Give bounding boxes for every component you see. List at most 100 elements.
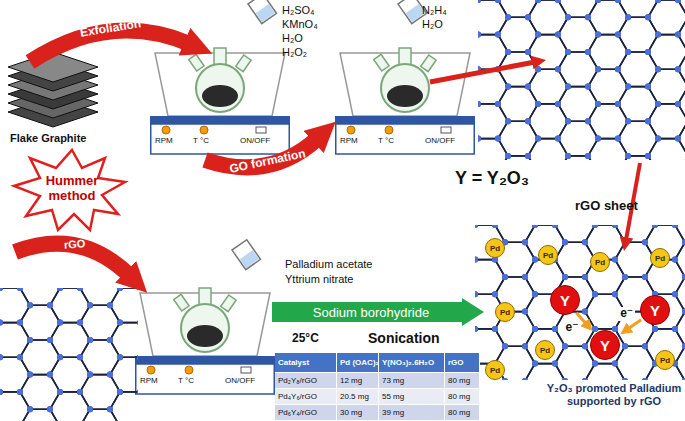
carbon-atom: [555, 136, 561, 142]
carbon-atom: [17, 320, 23, 326]
carbon-atom: [555, 136, 561, 142]
carbon-atom: [645, 153, 651, 159]
carbon-atom: [585, 84, 591, 90]
carbon-atom: [535, 32, 541, 38]
reagent: N₂H₄: [422, 4, 447, 17]
carbon-atom: [77, 320, 83, 326]
carbon-atom: [582, 274, 588, 280]
carbon-atom: [625, 118, 631, 124]
carbon-atom: [57, 389, 63, 395]
carbon-atom: [47, 372, 53, 378]
carbon-atom: [585, 49, 591, 55]
graphene-hexagon: [618, 52, 658, 87]
reagent: H₂O: [282, 32, 303, 45]
carbon-atom: [525, 14, 531, 20]
carbon-atom: [625, 14, 631, 20]
carbon-atom: [625, 153, 631, 159]
carbon-atom: [535, 101, 541, 107]
carbon-atom: [565, 153, 571, 159]
carbon-atom: [502, 343, 508, 349]
carbon-atom: [522, 343, 528, 349]
carbon-atom: [495, 136, 501, 142]
carbon-atom: [137, 288, 138, 291]
carbon-atom: [682, 378, 685, 380]
carbon-atom: [595, 101, 601, 107]
carbon-atom: [565, 118, 571, 124]
carbon-atom: [595, 66, 601, 72]
graphene-hexagon: [618, 156, 658, 160]
carbon-atom: [495, 136, 501, 142]
carbon-atom: [505, 14, 511, 20]
carbon-atom: [582, 309, 588, 315]
carbon-atom: [87, 406, 93, 412]
carbon-atom: [565, 14, 571, 20]
carbon-atom: [505, 84, 511, 90]
carbon-atom: [492, 291, 498, 297]
carbon-atom: [642, 274, 648, 280]
hotplate-label: ON/OFF: [240, 136, 270, 145]
carbon-atom: [582, 274, 588, 280]
carbon-atom: [675, 101, 681, 107]
carbon-atom: [592, 361, 598, 367]
carbon-atom: [682, 239, 685, 245]
carbon-atom: [0, 354, 3, 360]
arrow-label: GO formation: [228, 147, 307, 177]
carbon-atom: [535, 66, 541, 72]
carbon-atom: [582, 343, 588, 349]
carbon-atom: [57, 320, 63, 326]
carbon-atom: [642, 378, 648, 380]
carbon-atom: [645, 84, 651, 90]
carbon-atom: [522, 274, 528, 280]
graphene-hexagon: [498, 87, 538, 122]
carbon-atom: [505, 118, 511, 124]
carbon-atom: [27, 302, 33, 308]
graphene-hexagon: [498, 156, 538, 160]
carbon-atom: [532, 291, 538, 297]
carbon-atom: [615, 32, 621, 38]
carbon-atom: [675, 66, 681, 72]
carbon-atom: [492, 291, 498, 297]
carbon-atom: [87, 302, 93, 308]
graphene-hexagon: [645, 329, 685, 364]
carbon-atom: [612, 257, 618, 263]
carbon-atom: [47, 337, 53, 343]
arrow-fill: [272, 298, 484, 326]
carbon-atom: [532, 225, 538, 228]
carbon-atom: [475, 291, 478, 297]
carbon-atom: [682, 274, 685, 280]
carbon-atom: [655, 32, 661, 38]
carbon-atom: [625, 49, 631, 55]
carbon-atom: [117, 354, 123, 360]
palladium-particle: Pd: [655, 350, 675, 370]
carbon-atom: [57, 288, 63, 291]
carbon-atom: [565, 49, 571, 55]
carbon-atom: [612, 257, 618, 263]
carbon-atom: [645, 118, 651, 124]
graphene-hexagon: [475, 260, 505, 295]
carbon-atom: [612, 361, 618, 367]
material-label: Flake Graphite: [10, 132, 86, 145]
particle-label: Pd: [660, 356, 670, 365]
carbon-atom: [478, 101, 481, 107]
carbon-atom: [535, 32, 541, 38]
carbon-atom: [622, 343, 628, 349]
carbon-atom: [532, 326, 538, 332]
carbon-atom: [562, 274, 568, 280]
carbon-atom: [502, 274, 508, 280]
carbon-atom: [0, 288, 3, 291]
graphene-hexagon: [588, 35, 628, 70]
carbon-atom: [525, 118, 531, 124]
carbon-atom: [612, 326, 618, 332]
carbon-atom: [682, 343, 685, 349]
carbon-atom: [562, 274, 568, 280]
graphene-hexagon: [558, 121, 598, 156]
carbon-atom: [595, 32, 601, 38]
carbon-atom: [565, 14, 571, 20]
carbon-atom: [475, 326, 478, 332]
hotplate-label: RPM: [340, 136, 358, 145]
carbon-atom: [522, 378, 528, 380]
carbon-atom: [645, 118, 651, 124]
reagent: H₂O₂: [282, 46, 307, 59]
carbon-atom: [478, 32, 481, 38]
carbon-atom: [505, 84, 511, 90]
